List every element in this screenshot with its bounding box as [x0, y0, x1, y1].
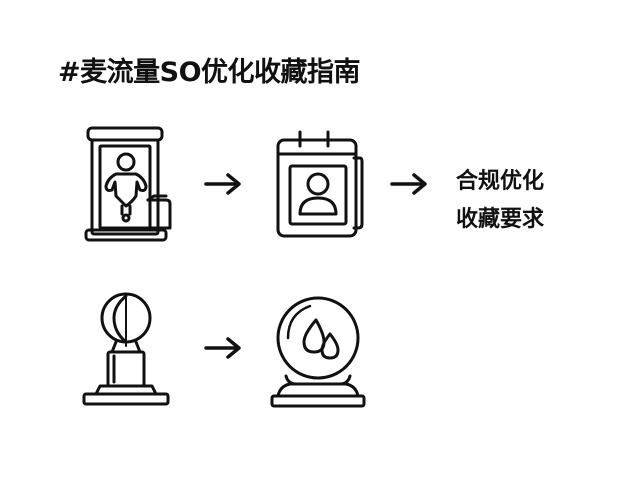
arrow-right-icon	[202, 336, 244, 360]
calendar-contact-icon	[270, 128, 366, 240]
caption: 合规优化 收藏要求	[456, 163, 544, 239]
phone-booth-figure-icon	[82, 126, 174, 242]
caption-line-2: 收藏要求	[456, 207, 545, 232]
caption-line-1: 合规优化	[456, 169, 545, 194]
arrow-right-icon	[202, 172, 244, 196]
desk-lamp-icon	[80, 290, 176, 410]
arrow-right-icon	[388, 172, 430, 196]
page-title: #麦流量SO优化收藏指南	[58, 57, 361, 88]
crystal-ball-droplet-icon	[268, 292, 368, 408]
